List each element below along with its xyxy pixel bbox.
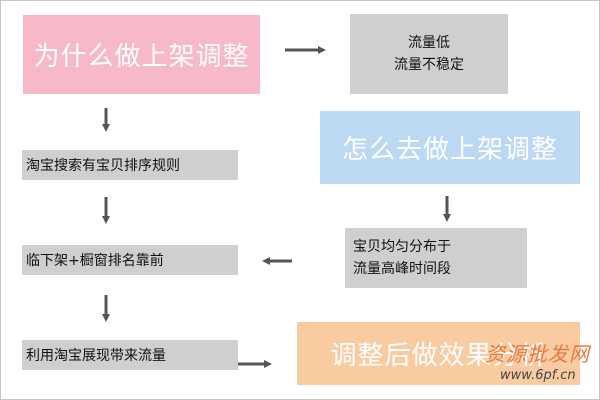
spread-line2: 流量高峰时间段 xyxy=(353,261,451,277)
why-adjust-box: 为什么做上架调整 xyxy=(23,15,260,94)
effect-after-label: 调整后做效果分析 xyxy=(330,341,547,371)
how-adjust-box: 怎么去做上架调整 xyxy=(320,111,580,184)
near-delist-box: 临下架+橱窗排名靠前 xyxy=(22,245,238,275)
effect-after-box: 调整后做效果分析 xyxy=(297,322,580,385)
taobao-rules-box: 淘宝搜索有宝贝排序规则 xyxy=(22,150,238,180)
low-traffic-line1: 流量低 xyxy=(408,35,450,51)
low-traffic-line2: 流量不稳定 xyxy=(394,57,464,73)
taobao-rules-label: 淘宝搜索有宝贝排序规则 xyxy=(26,158,180,174)
watermark-text: 资源批发网 xyxy=(485,342,590,366)
why-adjust-label: 为什么做上架调整 xyxy=(33,42,250,72)
use-display-label: 利用淘宝展现带来流量 xyxy=(26,348,166,364)
use-display-box: 利用淘宝展现带来流量 xyxy=(22,340,238,370)
how-adjust-label: 怎么去做上架调整 xyxy=(341,135,558,165)
spread-box: 宝贝均匀分布于 流量高峰时间段 xyxy=(345,228,527,288)
low-traffic-box: 流量低 流量不稳定 xyxy=(350,14,508,94)
watermark-url: www.6pf.cn xyxy=(500,368,576,383)
near-delist-label: 临下架+橱窗排名靠前 xyxy=(26,253,164,269)
spread-line1: 宝贝均匀分布于 xyxy=(353,239,451,255)
